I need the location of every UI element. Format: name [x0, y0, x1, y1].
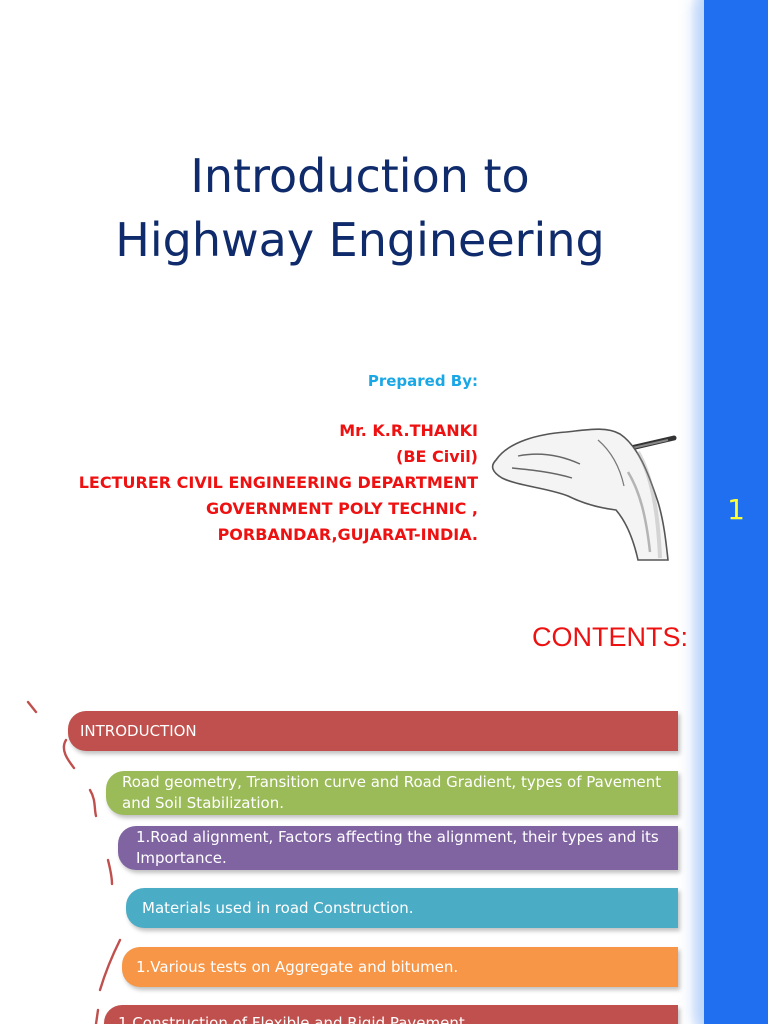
author-location: PORBANDAR,GUJARAT-INDIA. [217, 525, 478, 544]
title-line-1: Introduction to [190, 149, 530, 203]
contents-item-materials[interactable]: Materials used in road Construction. [126, 888, 678, 928]
contents-item-tests[interactable]: 1.Various tests on Aggregate and bitumen… [122, 947, 678, 987]
contents-item-introduction[interactable]: INTRODUCTION [68, 711, 678, 751]
contents-item-label: Materials used in road Construction. [142, 898, 414, 917]
author-name: Mr. K.R.THANKI [339, 421, 478, 440]
contents-item-road-alignment[interactable]: 1.Road alignment, Factors affecting the … [118, 826, 678, 870]
title-line-2: Highway Engineering [115, 213, 605, 267]
author-position: LECTURER CIVIL ENGINEERING DEPARTMENT [78, 473, 478, 492]
contents-heading: CONTENTS: [531, 622, 688, 652]
contents-item-label: 1.Road alignment, Factors affecting the … [136, 828, 659, 867]
contents-item-road-geometry[interactable]: Road geometry, Transition curve and Road… [106, 771, 678, 815]
slide-number: 1 [727, 493, 745, 526]
decorative-curve [26, 700, 122, 1024]
contents-item-construction[interactable]: 1.Construction of Flexible and Rigid Pav… [104, 1005, 678, 1024]
contents-item-label: 1.Various tests on Aggregate and bitumen… [136, 957, 459, 976]
contents-item-label: 1.Construction of Flexible and Rigid Pav… [118, 1014, 465, 1024]
author-institute: GOVERNMENT POLY TECHNIC , [206, 499, 478, 518]
contents-item-label: Road geometry, Transition curve and Road… [122, 773, 662, 812]
author-block: Mr. K.R.THANKI (BE Civil) LECTURER CIVIL… [18, 418, 478, 548]
contents-item-label: INTRODUCTION [80, 721, 197, 740]
hand-writing-icon [491, 428, 677, 561]
prepared-by-label: Prepared By: [367, 372, 478, 390]
slide-title: Introduction to Highway Engineering [60, 144, 660, 272]
author-degree: (BE Civil) [396, 447, 478, 466]
sidebar-strip: 1 [690, 0, 768, 1024]
